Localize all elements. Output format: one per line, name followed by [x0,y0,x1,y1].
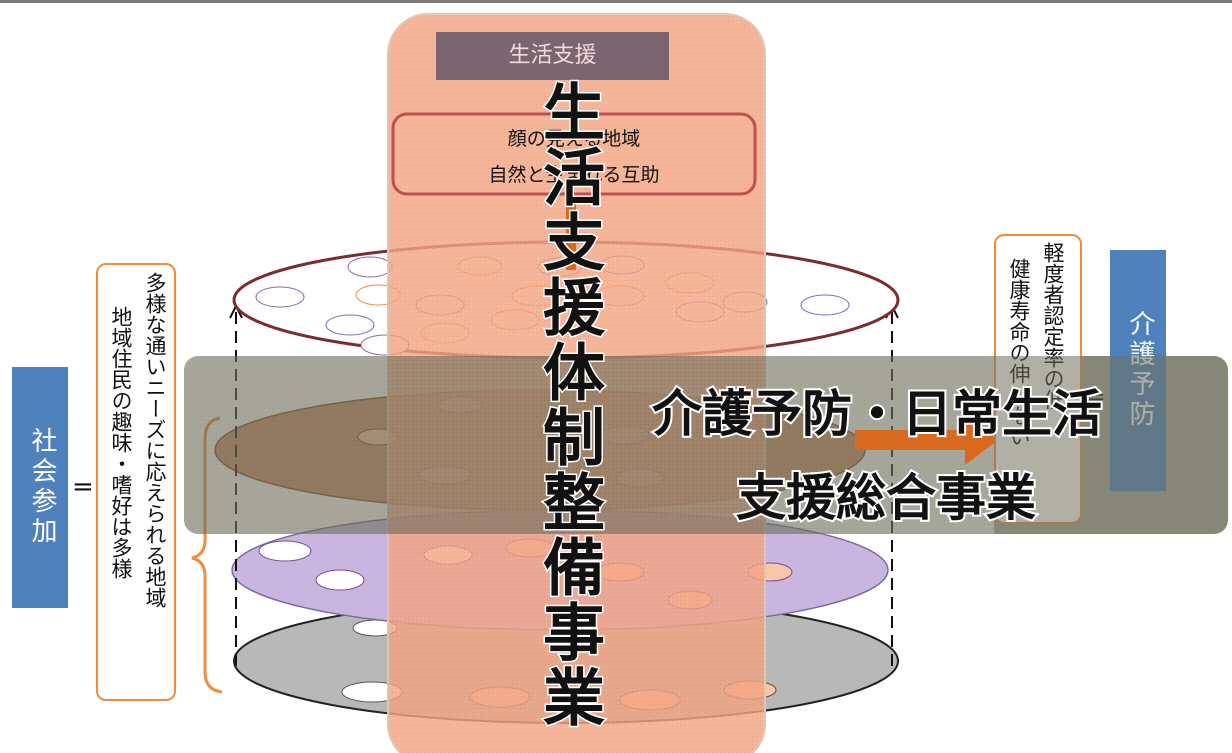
banner-line1: 介護予防・日常生活 [650,383,1104,445]
social-participation-label: 社会参加 [27,427,57,547]
banner-bg [184,356,1228,534]
banner-overlay [994,356,1228,534]
top-border-line [0,0,1232,3]
pillar-header-bg [436,32,669,80]
left-text-box [96,263,176,701]
left-equals: = [72,472,94,502]
mutual-aid-line1: 顔の見える地域 [507,128,641,150]
up-arrow [566,196,576,270]
left-text-col1: 多様な通いニーズに応えられる地域 [143,272,167,608]
right-arrow [855,415,998,465]
pillar-big-title: 生活支援体制整備事業 [531,79,607,732]
social-participation-box: 社会参加 [12,367,68,608]
pillar-header-label: 生活支援 [508,43,597,68]
mutual-aid-line2: 自然と生まれる互助 [488,164,660,186]
mutual-aid-box-border [391,112,757,196]
left-text-col2: 地域住民の趣味・嗜好は多様 [109,306,133,579]
banner-line2: 支援総合事業 [734,467,1038,529]
